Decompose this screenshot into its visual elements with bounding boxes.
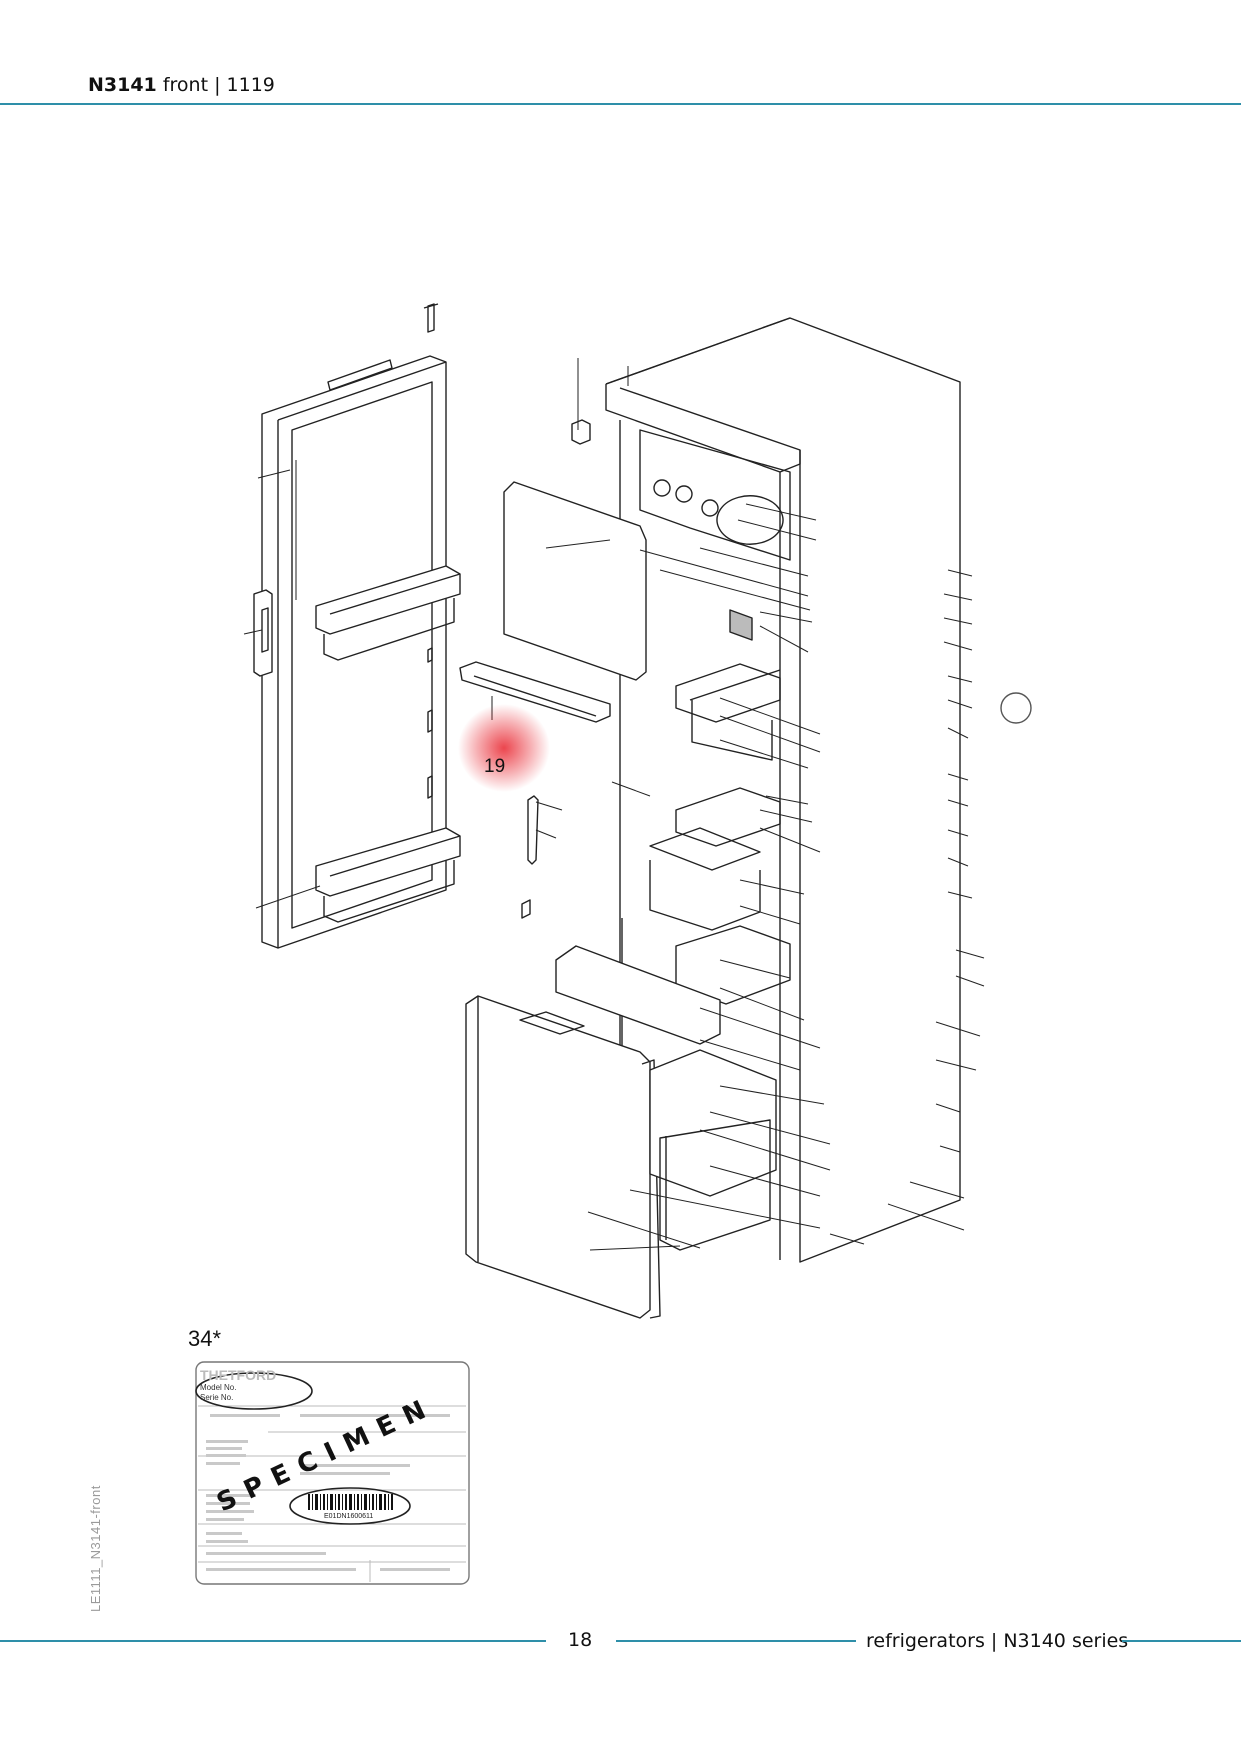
header-view: front	[162, 74, 209, 96]
bottle-rack	[555, 945, 721, 1045]
footer-series: refrigerators | N3140 series	[866, 1630, 1129, 1652]
header-model: N3141	[88, 74, 157, 96]
drip-tray-19	[459, 661, 611, 723]
hinge-top	[571, 419, 591, 445]
callout-34: 34*	[188, 1326, 222, 1351]
footer-rule-left	[0, 1640, 546, 1642]
lower-door	[465, 995, 661, 1319]
page-number: 18	[568, 1629, 593, 1651]
header-rule	[0, 103, 1241, 105]
header-code: 1119	[226, 74, 275, 96]
label-serie-no: Serie No.	[200, 1393, 233, 1402]
side-code: LE1111_N3141-front	[88, 1485, 103, 1612]
freezer-drawer	[649, 1049, 777, 1251]
thermostat-sensor	[527, 795, 539, 865]
label-barcode-number: E01DN1600611	[324, 1513, 373, 1520]
upper-door	[253, 303, 461, 949]
reference-circle	[1000, 692, 1032, 724]
footer-rule-mid	[616, 1640, 856, 1642]
highlight-marker	[458, 704, 550, 792]
label-brand: THETFORD	[200, 1367, 276, 1383]
label-model-no: Model No.	[200, 1383, 236, 1392]
inner-back-panel	[503, 481, 647, 681]
barcode	[308, 1494, 393, 1510]
specimen-label: THETFORD Model No. Serie No. E01DN160061…	[195, 1361, 470, 1585]
callout-19: 19	[484, 756, 506, 777]
page-header: N3141 front | 1119	[88, 74, 275, 96]
footer-rule-right	[1122, 1640, 1241, 1642]
